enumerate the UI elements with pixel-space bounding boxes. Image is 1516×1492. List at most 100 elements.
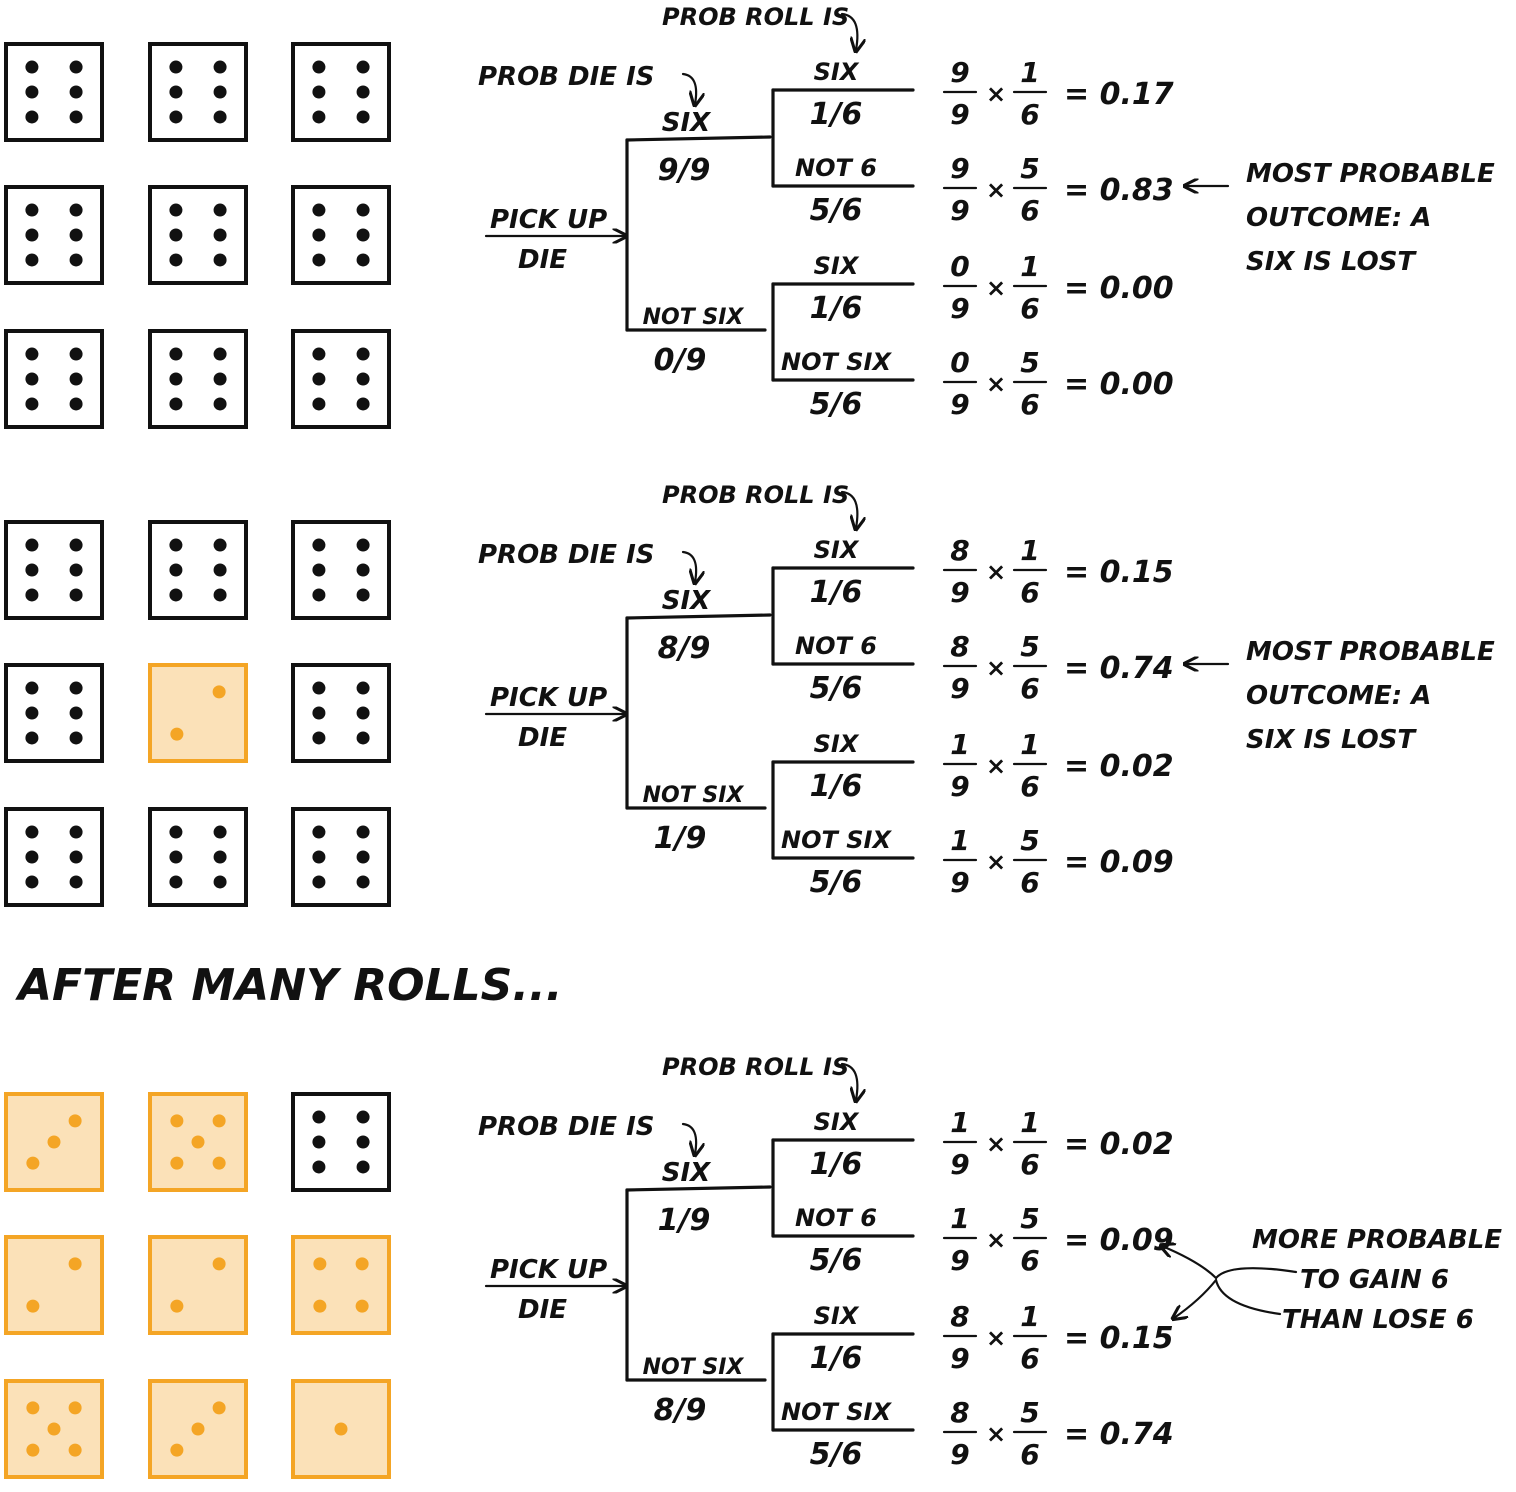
die-pip <box>26 1401 40 1415</box>
die-not-six-label: NOT SIX <box>643 1355 745 1380</box>
die-face <box>4 42 104 142</box>
die-pip <box>312 706 326 720</box>
die <box>4 42 104 142</box>
die-pip <box>212 685 226 699</box>
die-pip <box>25 538 39 552</box>
die <box>291 1379 391 1479</box>
fraction-a-denominator: 9 <box>950 1244 969 1277</box>
fraction-b-denominator: 6 <box>1020 576 1039 609</box>
note-line: MOST PROBABLE <box>1246 637 1495 667</box>
die-pip <box>312 347 326 361</box>
die-pip <box>169 850 183 864</box>
die-face <box>4 520 104 620</box>
die-face <box>148 185 248 285</box>
die-pip <box>169 538 183 552</box>
die-pip <box>312 253 326 267</box>
die-pip <box>69 681 83 695</box>
die-face <box>148 807 248 907</box>
times-sign: × <box>986 1226 1006 1254</box>
die <box>291 42 391 142</box>
die <box>148 807 248 907</box>
pick-up-label: PICK UP <box>490 1255 607 1285</box>
die-pip <box>69 706 83 720</box>
pick-up-label: PICK UP <box>490 683 607 713</box>
die-pip <box>312 372 326 386</box>
die <box>291 807 391 907</box>
prob-die-arrow <box>681 550 696 582</box>
leaf-result: = 0.83 <box>1064 173 1174 208</box>
note-line: MORE PROBABLE <box>1252 1225 1502 1255</box>
times-sign: × <box>986 176 1006 204</box>
die-pip <box>213 563 227 577</box>
leaf-label: NOT 6 <box>795 154 877 182</box>
fraction-b-numerator: 1 <box>1020 728 1039 761</box>
times-sign: × <box>986 370 1006 398</box>
note-line: TO GAIN 6 <box>1300 1265 1449 1295</box>
fraction-b-numerator: 1 <box>1020 56 1039 89</box>
die-not-six-prob: 0/9 <box>654 343 707 378</box>
die-pip <box>169 397 183 411</box>
fraction-b-denominator: 6 <box>1020 292 1039 325</box>
dice-grid <box>4 1092 391 1479</box>
die-pip <box>355 1257 369 1271</box>
times-sign: × <box>986 752 1006 780</box>
prob-roll-arrow <box>840 12 857 50</box>
die-face <box>291 1235 391 1335</box>
die-pip <box>356 1135 370 1149</box>
prob-die-is-label: PROB DIE IS <box>478 540 655 570</box>
die-pip <box>356 110 370 124</box>
leaf-result: = 0.09 <box>1064 845 1174 880</box>
die-face <box>148 1235 248 1335</box>
die-face <box>291 1092 391 1192</box>
die-pip <box>69 538 83 552</box>
die-pip <box>69 825 83 839</box>
die-pip <box>69 563 83 577</box>
die-pip <box>170 1156 184 1170</box>
die <box>291 520 391 620</box>
die-pip <box>213 397 227 411</box>
fraction-a-numerator: 8 <box>950 534 969 567</box>
die-pip <box>356 1160 370 1174</box>
leaf-prob: 1/6 <box>810 291 863 326</box>
die-pip <box>312 850 326 864</box>
die-pip <box>334 1422 348 1436</box>
fraction-b-numerator: 1 <box>1020 1300 1039 1333</box>
die-pip <box>213 372 227 386</box>
fraction-a-numerator: 1 <box>950 824 969 857</box>
die-face <box>291 663 391 763</box>
die-pip <box>355 1299 369 1313</box>
die <box>291 1235 391 1335</box>
leaf-result: = 0.02 <box>1064 1127 1174 1162</box>
die <box>291 663 391 763</box>
note-line: SIX IS LOST <box>1246 247 1417 277</box>
leaf-label: SIX <box>814 1302 860 1330</box>
leaf-prob: 5/6 <box>810 865 863 900</box>
die-pip <box>212 1156 226 1170</box>
die-pip <box>356 372 370 386</box>
leaf-prob: 5/6 <box>810 1437 863 1472</box>
die-face <box>4 185 104 285</box>
prob-roll-is-label: PROB ROLL IS <box>662 3 849 31</box>
die-pip <box>68 1443 82 1457</box>
die-pip <box>25 228 39 242</box>
die-pip <box>312 203 326 217</box>
die-pip <box>25 110 39 124</box>
times-sign: × <box>986 274 1006 302</box>
die-pip <box>25 731 39 745</box>
die <box>291 329 391 429</box>
fraction-a-numerator: 1 <box>950 728 969 761</box>
die-face <box>148 329 248 429</box>
die-pip <box>356 85 370 99</box>
die-pip <box>25 588 39 602</box>
die-pip <box>313 1257 327 1271</box>
die-pip <box>69 397 83 411</box>
die-pip <box>25 347 39 361</box>
fraction-a-numerator: 1 <box>950 1202 969 1235</box>
die-pip <box>213 110 227 124</box>
die <box>148 1379 248 1479</box>
